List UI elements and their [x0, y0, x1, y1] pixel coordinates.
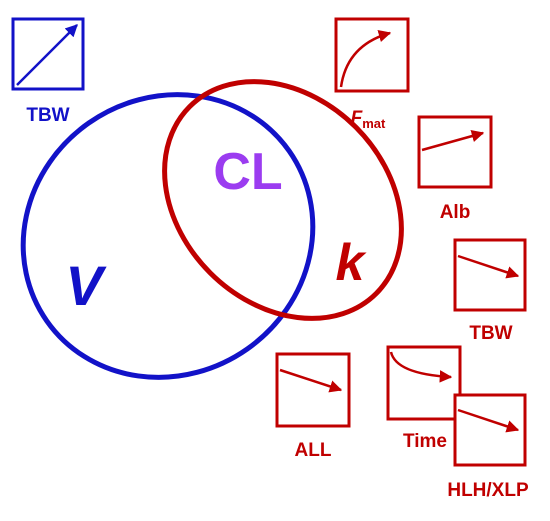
plot-label: ALL — [295, 440, 332, 461]
plot-frame — [334, 17, 410, 93]
cl-label: CL — [213, 143, 282, 201]
mini-plot-tbw-blue: TBW — [11, 17, 85, 126]
plot-label: Alb — [440, 202, 471, 223]
mini-plot-fmat: Fmat — [334, 17, 410, 131]
trend-arrow — [421, 129, 485, 152]
trend-arrow — [279, 368, 343, 393]
plot-label: HLH/XLP — [447, 480, 529, 501]
trend-arrow — [16, 24, 78, 86]
k-label: k — [336, 234, 368, 292]
trend-arrow — [457, 254, 520, 279]
fmat-subscript: mat — [362, 116, 386, 131]
trend-arrow — [339, 30, 392, 88]
k-ellipse — [162, 79, 404, 321]
plot-frame — [453, 393, 527, 467]
plot-label: Fmat — [351, 108, 386, 131]
mini-plot-alb: Alb — [417, 115, 493, 223]
plot-label: TBW — [469, 323, 512, 344]
fmat-letter: F — [351, 108, 364, 129]
plot-label: Time — [403, 431, 447, 452]
trend-arrow — [457, 408, 520, 433]
v-ellipse — [20, 92, 316, 380]
plot-frame — [417, 115, 493, 189]
mini-plot-time: Time — [386, 345, 462, 452]
mini-plot-all: ALL — [275, 352, 351, 461]
mini-plot-tbw-red: TBW — [453, 238, 527, 344]
plot-label: TBW — [26, 105, 69, 126]
v-label: V — [65, 254, 107, 317]
trend-arrow — [389, 351, 453, 383]
plot-frame — [386, 345, 462, 421]
mini-plot-hlh-xlp: HLH/XLP — [447, 393, 529, 501]
